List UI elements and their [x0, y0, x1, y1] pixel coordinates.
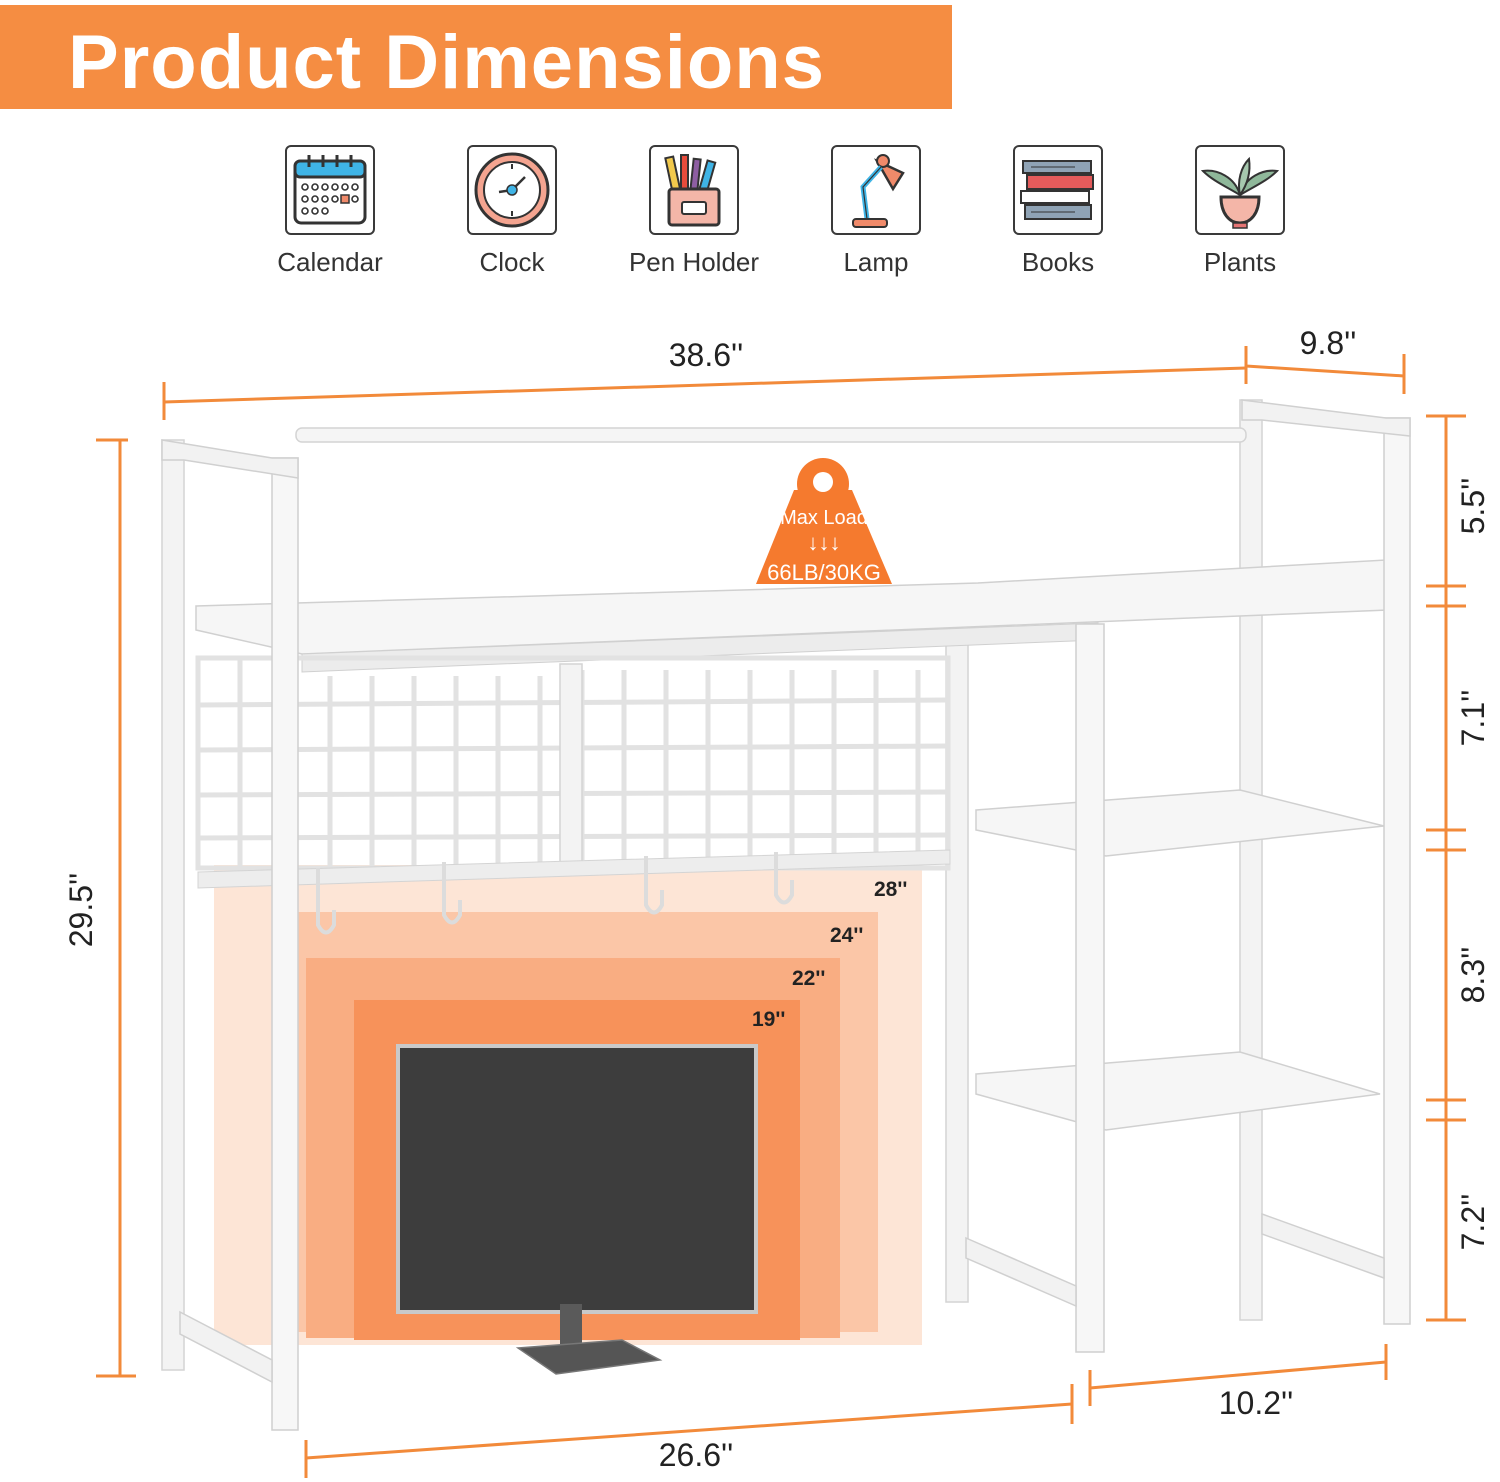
back-left-post — [161, 439, 185, 1371]
width-label: 38.6'' — [669, 337, 744, 373]
monitor-screen — [396, 1044, 758, 1314]
side-shelves — [975, 789, 1385, 1131]
accessory-label: Calendar — [277, 247, 383, 277]
front-middle-post — [1075, 623, 1105, 1353]
accessory-plants: Plants — [1149, 145, 1331, 278]
screen-label-28: 28'' — [874, 878, 907, 901]
height-label: 29.5'' — [63, 873, 99, 948]
calendar-icon — [285, 145, 375, 235]
back-right-post — [1239, 399, 1263, 1321]
front-frame — [271, 417, 1411, 1431]
right-base-bar — [1261, 1212, 1385, 1280]
side-shelf-middle — [975, 789, 1385, 857]
grid-bottom-bar — [197, 849, 951, 889]
accessory-clock: Clock — [421, 145, 603, 278]
side-depth-label: 10.2'' — [1219, 1385, 1294, 1421]
right-top-bar — [1241, 399, 1411, 437]
screen-label-19: 19'' — [752, 1008, 785, 1031]
left-base-bar — [179, 1310, 273, 1384]
middle-base-bar — [965, 1236, 1077, 1308]
tier3-label: 8.3'' — [1455, 947, 1491, 1004]
tier4-label: 7.2'' — [1455, 1194, 1491, 1251]
title-banner: Product Dimensions — [0, 5, 952, 109]
depth-label: 9.8'' — [1300, 325, 1357, 361]
lamp-icon — [831, 145, 921, 235]
base-bars — [179, 1212, 1385, 1384]
screen-label-22: 22'' — [792, 967, 825, 990]
tier2-label: 7.1'' — [1455, 690, 1491, 747]
monitor-neck — [560, 1304, 582, 1346]
accessory-calendar: Calendar — [239, 145, 421, 278]
plant-icon — [1195, 145, 1285, 235]
side-shelf-lower — [975, 1051, 1381, 1131]
side-depth-line — [1089, 1360, 1387, 1390]
left-top-bar — [161, 439, 299, 479]
screen-label-24: 24'' — [830, 924, 863, 947]
accessory-lamp: Lamp — [785, 145, 967, 278]
pen-holder-icon — [649, 145, 739, 235]
monitor-base — [515, 1339, 663, 1375]
front-left-post — [271, 457, 299, 1431]
accessory-pen-holder: Pen Holder — [603, 145, 785, 278]
page-title: Product Dimensions — [68, 20, 825, 105]
max-load-arrows: ↓↓↓ — [808, 530, 841, 555]
accessory-label: Clock — [479, 247, 545, 277]
clock-icon — [467, 145, 557, 235]
max-load-label: Max Load — [780, 507, 868, 529]
accessory-label: Books — [1021, 247, 1095, 277]
width-line — [163, 366, 1247, 404]
dimension-lines — [96, 346, 1466, 1478]
weight-body — [756, 490, 892, 584]
accessory-label: Plants — [1203, 247, 1277, 277]
weight-hole — [813, 472, 833, 492]
front-right-post — [1383, 417, 1411, 1325]
bottom-width-line — [305, 1402, 1073, 1460]
depth-line — [1245, 364, 1405, 378]
accessory-label: Lamp — [843, 247, 909, 277]
max-load-badge: Max Load ↓↓↓ 66LB/30KG — [756, 458, 892, 585]
books-icon — [1013, 145, 1103, 235]
top-rail — [295, 427, 1247, 443]
grid-divider — [559, 663, 583, 865]
accessory-label: Pen Holder — [628, 247, 760, 277]
tier1-label: 5.5'' — [1455, 478, 1491, 535]
hooks — [316, 852, 794, 935]
max-load-value: 66LB/30KG — [767, 560, 881, 585]
accessory-books: Books — [967, 145, 1149, 278]
bottom-width-label: 26.6'' — [659, 1437, 734, 1473]
monitor — [396, 1044, 758, 1375]
